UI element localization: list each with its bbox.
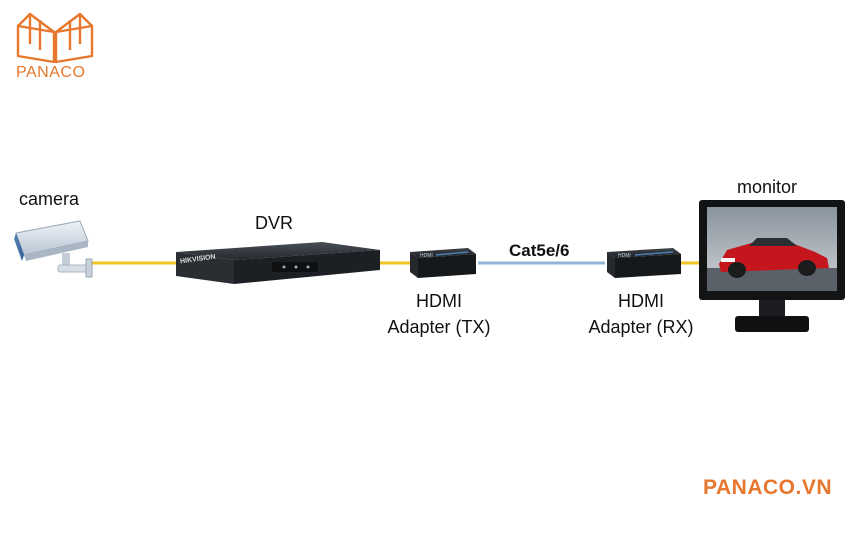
monitor-label: monitor — [737, 177, 798, 197]
dvr-icon — [176, 242, 380, 284]
monitor-icon — [699, 200, 845, 332]
tx-adapter-print: HDMI — [420, 253, 433, 259]
dvr-label: DVR — [255, 213, 294, 233]
logo-book-icon — [16, 12, 94, 64]
cable-label: Cat5e/6 — [509, 241, 570, 260]
website-text: PANACO.VN — [703, 476, 832, 499]
car-image-icon — [719, 238, 829, 278]
rx-adapter-print: HDMI — [618, 253, 631, 259]
camera-label: camera — [19, 189, 80, 209]
logo-text: PANACO — [16, 64, 86, 81]
camera-icon — [14, 220, 93, 278]
rx-label-line1: HDMI — [618, 291, 664, 311]
tx-label-line2: Adapter (TX) — [387, 317, 491, 337]
rx-label-line2: Adapter (RX) — [588, 317, 694, 337]
hdmi-adapter-icon — [410, 248, 476, 278]
tx-label-line1: HDMI — [416, 291, 462, 311]
hdmi-adapter-icon — [607, 248, 681, 278]
